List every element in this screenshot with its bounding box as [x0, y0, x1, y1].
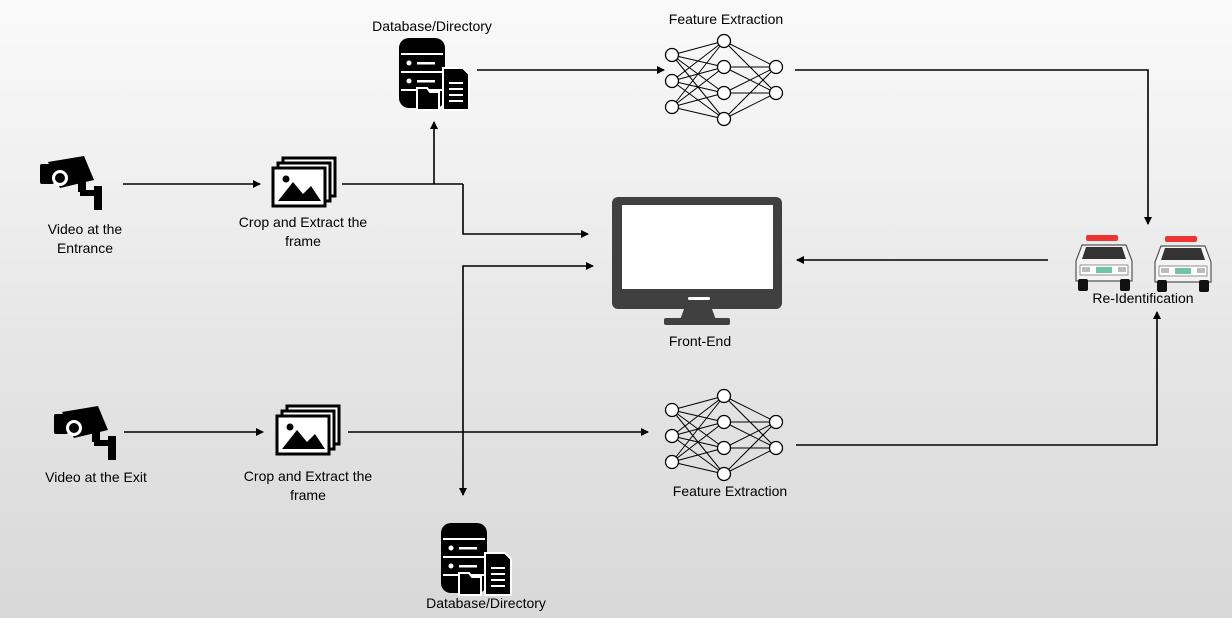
cctv-camera-icon: [54, 406, 116, 460]
database-directory-icon: [398, 37, 470, 111]
police-vehicles-icon: [1075, 234, 1212, 293]
label-crop-bottom: Crop and Extract the frame: [243, 468, 373, 503]
label-re-identification: Re-Identification: [1092, 290, 1194, 306]
label-feature-extraction-bottom: Feature Extraction: [672, 483, 788, 499]
neural-network-icon: [664, 388, 784, 482]
label-video-exit: Video at the Exit: [45, 469, 147, 485]
image-frames-icon: [271, 156, 337, 208]
database-directory-icon: [440, 522, 512, 596]
monitor-icon: [612, 197, 782, 325]
neural-network-icon: [664, 33, 784, 127]
label-video-entrance: Video at the Entrance: [47, 221, 123, 256]
label-database-top: Database/Directory: [372, 18, 492, 34]
connector-lines: [123, 66, 1161, 496]
arrow-feature-bottom-to-reid: [796, 311, 1161, 446]
label-crop-top: Crop and Extract the frame: [238, 214, 368, 249]
image-frames-icon: [275, 404, 341, 456]
label-database-bottom: Database/Directory: [426, 595, 546, 611]
label-front-end: Front-End: [668, 333, 732, 349]
arrow-feature-top-to-reid: [795, 69, 1152, 225]
arrow-crop-top-to-frontend: [462, 184, 589, 238]
cctv-camera-icon: [40, 156, 102, 210]
label-feature-extraction-top: Feature Extraction: [668, 11, 784, 27]
arrow-to-frontend-from-bottom: [462, 262, 594, 432]
